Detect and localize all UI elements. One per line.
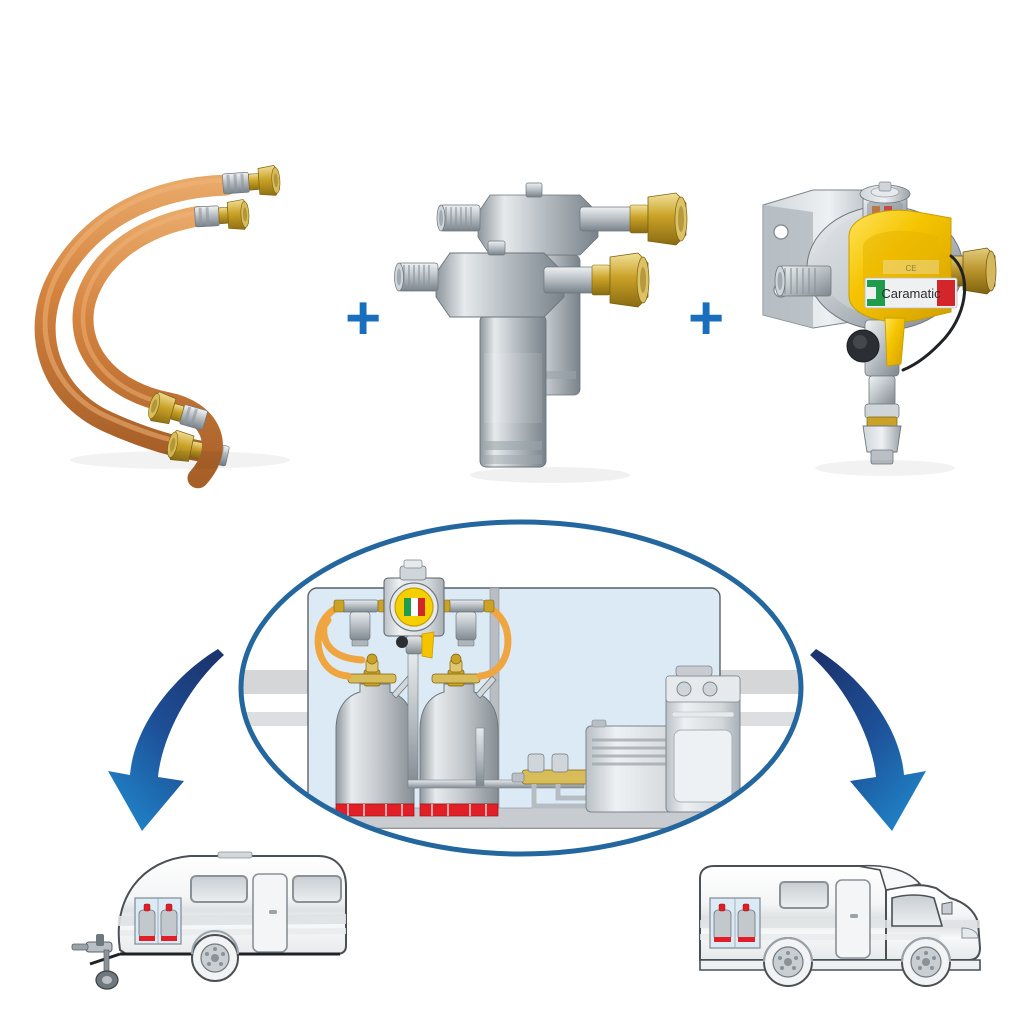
caravan-bottle-1 (138, 903, 156, 941)
vehicle-motorhome (690, 840, 1010, 1000)
arrow-to-motorhome (790, 635, 940, 845)
hose-fitting-2b (148, 391, 208, 431)
motorhome-window (779, 881, 829, 909)
cooker-knob-1 (676, 681, 692, 697)
motorhome-headlight (961, 927, 979, 939)
regulator-sensor-cable (901, 254, 967, 372)
motorhome-rear-wheel (763, 937, 813, 987)
bottle-valve-left (347, 653, 397, 687)
motorhome-bottle-1 (713, 903, 732, 942)
gas-hose-2 (72, 199, 250, 489)
diagram-main-pipe (407, 653, 419, 789)
caravan-roof-vent (217, 851, 253, 859)
filter-rear-outlet (579, 192, 688, 246)
caravan-window-2 (292, 875, 342, 903)
caravan-tow-hitch (71, 934, 119, 990)
hose-fitting-1a (222, 165, 281, 196)
motorhome-windscreen (891, 894, 944, 927)
caravan-window-1 (190, 875, 248, 903)
regulator-brand-label: Caramatic (864, 277, 958, 309)
motorhome-mirror (941, 901, 953, 915)
filter-front-outlet (543, 252, 650, 308)
caravan-wheel (191, 934, 239, 982)
installation-oval-diagram (236, 518, 806, 858)
caravan-door-handle (269, 910, 277, 914)
arrow-to-caravan (100, 635, 250, 845)
bottle-base-right (419, 803, 499, 817)
plus-operator-2: + (688, 284, 725, 353)
motorhome-door-handle (850, 914, 858, 918)
indicator-red (937, 280, 955, 306)
appliance-cooker (665, 665, 741, 813)
svg-text:CE: CE (905, 264, 916, 273)
product-gas-filter-pair (394, 175, 710, 485)
vehicle-caravan (50, 838, 380, 998)
motorhome-door (835, 879, 871, 959)
filter-front-inlet (394, 262, 439, 292)
caravan-gas-locker (134, 897, 182, 945)
plus-operator-1: + (345, 284, 382, 353)
caramatic-brand-text: Caramatic (881, 286, 941, 301)
cooker-oven-door (673, 729, 733, 803)
product-caramatic-regulator: Caramatic CE (745, 160, 1005, 480)
diagram-regulator (383, 559, 445, 789)
product-gas-hose-pair (30, 160, 350, 489)
caravan-bottle-2 (160, 903, 178, 941)
motorhome-bottle-2 (737, 903, 756, 942)
motorhome-gas-locker (709, 897, 761, 949)
diagram-filter-right (425, 599, 495, 647)
regulator-approval-marks: CE (883, 260, 939, 274)
filter-rear-inlet (436, 204, 481, 232)
oval-border (238, 519, 804, 857)
hose-fitting-2a (194, 199, 250, 230)
bottle-valve-right (431, 653, 481, 687)
cooker-knob-2 (702, 681, 718, 697)
gas-filter-front (394, 240, 650, 468)
motorhome-front-wheel (901, 937, 951, 987)
regulator-inlet-port (774, 265, 832, 297)
regulator-yellow-lever: Caramatic CE (848, 209, 958, 367)
